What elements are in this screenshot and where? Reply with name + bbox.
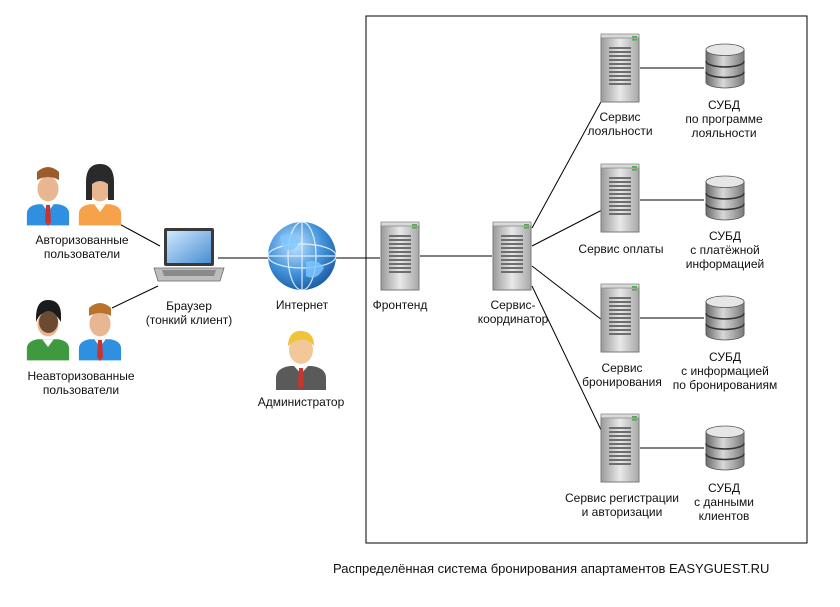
unauthorized-users-label: Неавторизованные пользователи	[27, 369, 135, 397]
connection-lines	[111, 67, 704, 449]
booking-server-icon	[600, 283, 640, 353]
coordinator-label: Сервис- координатор	[477, 298, 549, 326]
payment-db-label: СУБД с платёжной информацией	[685, 229, 765, 271]
booking-service-label: Сервис бронирования	[582, 361, 662, 389]
coordinator-server-icon	[492, 221, 532, 291]
authorized-user-female-icon	[78, 164, 122, 226]
authorized-users-label: Авторизованные пользователи	[35, 233, 129, 261]
authorized-user-male-icon	[26, 167, 70, 226]
frontend-server-icon	[380, 221, 420, 291]
unauthorized-user-dark-icon	[26, 300, 70, 361]
frontend-label: Фронтенд	[372, 298, 428, 312]
payment-db-icon	[705, 175, 745, 221]
registration-service-label: Сервис регистрации и авторизации	[565, 491, 679, 519]
booking-db-icon	[705, 295, 745, 341]
diagram-caption: Распределённая система бронирования апар…	[333, 561, 770, 576]
loyalty-service-label: Сервис лояльности	[587, 110, 653, 138]
payment-service-label: Сервис оплаты	[578, 242, 664, 256]
clients-db-label: СУБД с данными клиентов	[694, 481, 754, 523]
browser-label: Браузер (тонкий клиент)	[145, 299, 233, 327]
system-boundary	[365, 15, 808, 544]
registration-server-icon	[600, 413, 640, 483]
line-unauthorized-browser	[111, 285, 159, 309]
loyalty-db-label: СУБД по программе лояльности	[685, 98, 763, 140]
administrator-icon	[276, 330, 326, 390]
unauthorized-user-male-icon	[78, 303, 122, 361]
globe-icon	[267, 221, 337, 291]
administrator-label: Администратор	[257, 395, 345, 409]
loyalty-server-icon	[600, 33, 640, 103]
booking-db-label: СУБД с информацией по бронированиям	[672, 350, 778, 392]
payment-server-icon	[600, 163, 640, 233]
loyalty-db-icon	[705, 43, 745, 89]
internet-label: Интернет	[275, 298, 329, 312]
clients-db-icon	[705, 425, 745, 471]
laptop-icon	[153, 228, 225, 282]
